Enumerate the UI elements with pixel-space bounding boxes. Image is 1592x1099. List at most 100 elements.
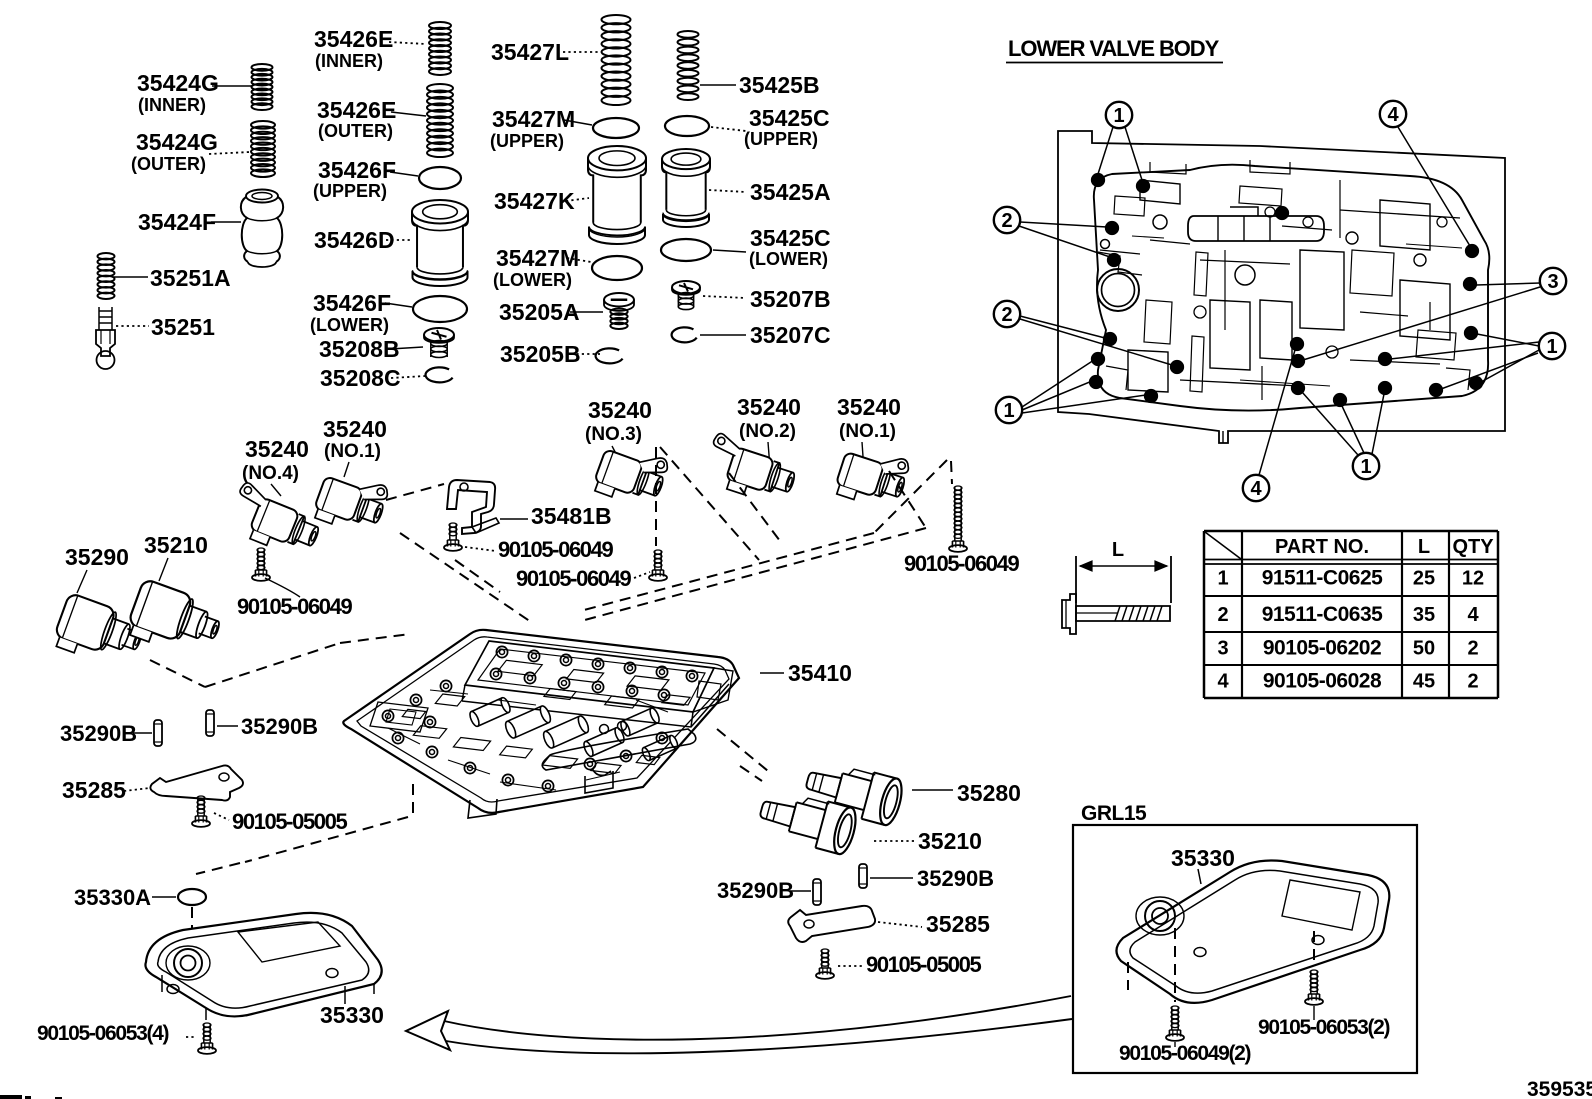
svg-text:35280: 35280 xyxy=(957,780,1021,806)
svg-text:35205A: 35205A xyxy=(499,299,580,325)
svg-text:35290B: 35290B xyxy=(60,721,137,746)
svg-text:90105-05005: 90105-05005 xyxy=(232,809,347,834)
svg-text:35240: 35240 xyxy=(588,397,652,423)
svg-text:35: 35 xyxy=(1413,604,1435,626)
svg-text:(OUTER): (OUTER) xyxy=(318,121,393,141)
svg-text:35240: 35240 xyxy=(737,394,801,420)
svg-text:L: L xyxy=(1418,536,1430,558)
svg-text:90105-06202: 90105-06202 xyxy=(1263,637,1381,660)
svg-text:4: 4 xyxy=(1217,671,1229,693)
svg-text:35205B: 35205B xyxy=(500,341,581,367)
svg-text:(LOWER): (LOWER) xyxy=(493,270,572,290)
svg-text:35427M: 35427M xyxy=(492,106,575,132)
svg-text:90105-06053(2): 90105-06053(2) xyxy=(1258,1016,1390,1039)
svg-text:359535: 359535 xyxy=(1527,1078,1592,1099)
svg-text:35290B: 35290B xyxy=(717,878,794,903)
svg-text:(UPPER): (UPPER) xyxy=(744,129,818,149)
svg-text:(OUTER): (OUTER) xyxy=(131,154,206,174)
svg-text:35425C: 35425C xyxy=(749,105,830,131)
svg-text:35285: 35285 xyxy=(926,911,990,937)
svg-text:(NO.3): (NO.3) xyxy=(585,424,642,445)
svg-text:35240: 35240 xyxy=(245,436,309,462)
svg-text:2: 2 xyxy=(1217,604,1228,626)
svg-text:35251: 35251 xyxy=(151,314,215,340)
svg-text:50: 50 xyxy=(1413,638,1435,660)
svg-text:35330: 35330 xyxy=(320,1002,384,1028)
svg-text:2: 2 xyxy=(1467,671,1478,693)
svg-text:(NO.4): (NO.4) xyxy=(242,463,299,484)
svg-text:35410: 35410 xyxy=(788,660,852,686)
svg-text:35427K: 35427K xyxy=(494,188,575,214)
svg-text:2: 2 xyxy=(1001,210,1012,232)
svg-text:35427L: 35427L xyxy=(491,39,569,65)
svg-text:90105-06049: 90105-06049 xyxy=(904,551,1019,576)
svg-text:35290B: 35290B xyxy=(241,714,318,739)
svg-text:3: 3 xyxy=(1217,638,1228,660)
svg-text:35425B: 35425B xyxy=(739,72,820,98)
svg-text:90105-06053(4): 90105-06053(4) xyxy=(37,1022,169,1045)
svg-text:PART NO.: PART NO. xyxy=(1275,536,1369,558)
svg-text:35210: 35210 xyxy=(144,532,208,558)
svg-text:(LOWER): (LOWER) xyxy=(749,249,828,269)
svg-text:35240: 35240 xyxy=(323,416,387,442)
svg-text:35426E: 35426E xyxy=(317,97,396,123)
svg-text:35427M: 35427M xyxy=(496,245,579,271)
svg-text:3: 3 xyxy=(1547,271,1558,293)
svg-text:4: 4 xyxy=(1467,604,1479,626)
svg-text:(NO.1): (NO.1) xyxy=(839,421,896,442)
svg-text:35290: 35290 xyxy=(65,544,129,570)
svg-text:35330: 35330 xyxy=(1171,845,1235,871)
svg-text:35425A: 35425A xyxy=(750,179,831,205)
svg-text:90105-06049: 90105-06049 xyxy=(516,566,631,591)
svg-text:35240: 35240 xyxy=(837,394,901,420)
svg-text:90105-06049(2): 90105-06049(2) xyxy=(1119,1042,1251,1065)
svg-text:90105-05005: 90105-05005 xyxy=(866,952,981,977)
svg-text:L: L xyxy=(1112,539,1124,561)
svg-text:35481B: 35481B xyxy=(531,503,612,529)
svg-text:35426F: 35426F xyxy=(313,290,391,316)
svg-text:1: 1 xyxy=(1546,336,1557,358)
svg-text:35424F: 35424F xyxy=(138,209,216,235)
svg-text:35426F: 35426F xyxy=(318,157,396,183)
svg-text:(INNER): (INNER) xyxy=(315,51,383,71)
svg-text:(INNER): (INNER) xyxy=(138,95,206,115)
svg-text:35424G: 35424G xyxy=(137,70,219,96)
svg-text:90105-06049: 90105-06049 xyxy=(237,594,352,619)
svg-text:90105-06028: 90105-06028 xyxy=(1263,670,1382,693)
svg-text:GRL15: GRL15 xyxy=(1081,802,1147,825)
svg-text:(NO.1): (NO.1) xyxy=(324,441,381,462)
svg-text:91511-C0625: 91511-C0625 xyxy=(1262,567,1383,590)
svg-text:35208B: 35208B xyxy=(319,336,400,362)
svg-text:35207B: 35207B xyxy=(750,286,831,312)
svg-text:35424G: 35424G xyxy=(136,129,218,155)
svg-text:91511-C0635: 91511-C0635 xyxy=(1262,603,1383,626)
svg-text:1: 1 xyxy=(1360,456,1371,478)
svg-text:35290B: 35290B xyxy=(917,866,994,891)
svg-text:(LOWER): (LOWER) xyxy=(310,315,389,335)
svg-text:35207C: 35207C xyxy=(750,322,831,348)
svg-text:35426D: 35426D xyxy=(314,227,395,253)
svg-text:35425C: 35425C xyxy=(750,225,831,251)
svg-text:LOWER VALVE BODY: LOWER VALVE BODY xyxy=(1008,36,1220,61)
svg-text:35251A: 35251A xyxy=(150,265,231,291)
svg-text:1: 1 xyxy=(1003,400,1014,422)
svg-text:QTY: QTY xyxy=(1452,536,1494,558)
svg-text:25: 25 xyxy=(1413,568,1435,590)
svg-text:2: 2 xyxy=(1001,304,1012,326)
svg-text:35208C: 35208C xyxy=(320,365,401,391)
svg-text:45: 45 xyxy=(1413,671,1435,693)
svg-text:(UPPER): (UPPER) xyxy=(313,181,387,201)
svg-text:(NO.2): (NO.2) xyxy=(739,421,796,442)
svg-text:35330A: 35330A xyxy=(74,885,151,910)
svg-text:2: 2 xyxy=(1467,638,1478,660)
svg-text:4: 4 xyxy=(1387,104,1399,126)
svg-text:12: 12 xyxy=(1462,568,1484,590)
svg-text:(UPPER): (UPPER) xyxy=(490,131,564,151)
svg-text:90105-06049: 90105-06049 xyxy=(498,537,613,562)
svg-text:1: 1 xyxy=(1113,105,1124,127)
svg-text:35426E: 35426E xyxy=(314,26,393,52)
svg-text:35285: 35285 xyxy=(62,777,126,803)
svg-text:4: 4 xyxy=(1250,478,1262,500)
svg-text:1: 1 xyxy=(1217,568,1228,590)
svg-text:35210: 35210 xyxy=(918,828,982,854)
